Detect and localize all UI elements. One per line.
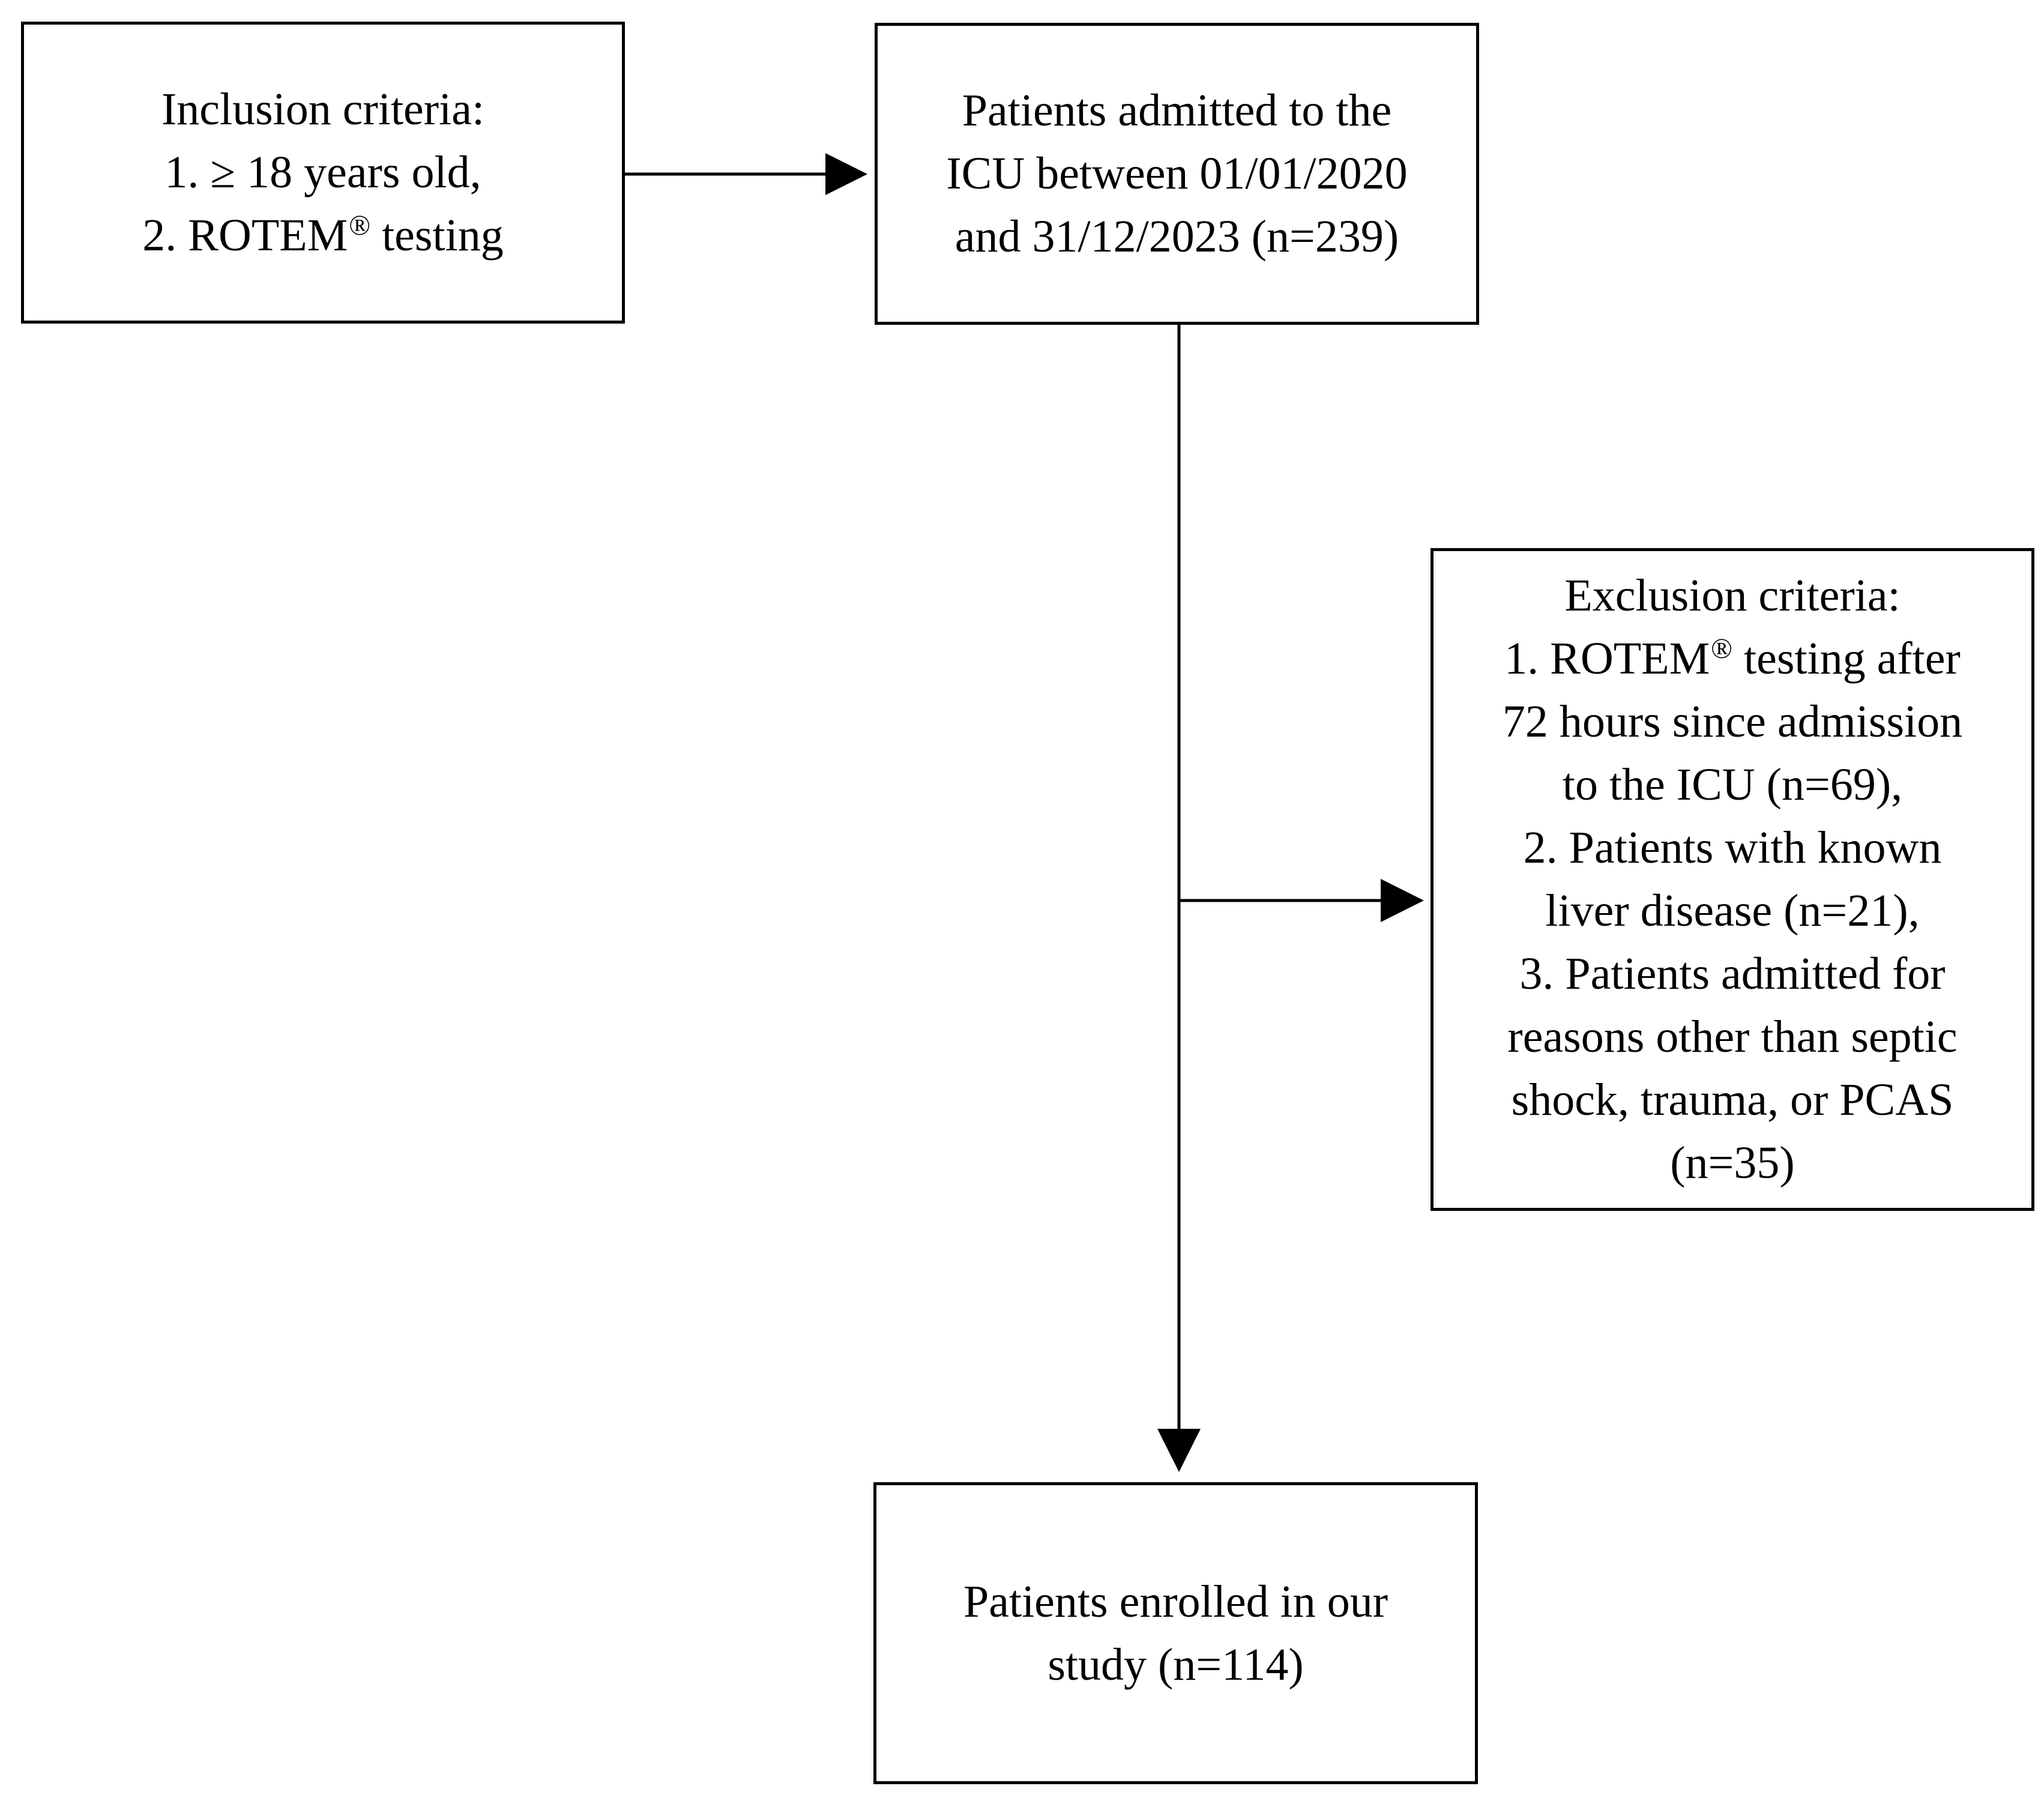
admitted-line-2: ICU between 01/01/2020 bbox=[946, 148, 1408, 199]
registered-mark: ® bbox=[349, 210, 371, 242]
exclusion-criteria-box: Exclusion criteria: 1. ROTEM® testing af… bbox=[1430, 548, 2034, 1211]
exclusion-item-3-line-3: shock, trauma, or PCAS bbox=[1511, 1075, 1954, 1125]
exclusion-title: Exclusion criteria: bbox=[1564, 570, 1901, 621]
enrolled-line-1: Patients enrolled in our bbox=[963, 1576, 1388, 1627]
inclusion-title: Inclusion criteria: bbox=[161, 84, 485, 134]
exclusion-item-3-line-4: (n=35) bbox=[1670, 1138, 1795, 1188]
enrolled-line-2: study (n=114) bbox=[1048, 1639, 1304, 1690]
arrow-inclusion-to-admitted bbox=[625, 153, 867, 195]
arrow-admitted-to-enrolled bbox=[1157, 325, 1201, 1472]
exclusion-item-3-line-2: reasons other than septic bbox=[1507, 1012, 1958, 1062]
exclusion-item-1-rotem-name: 1. ROTEM bbox=[1504, 633, 1710, 684]
arrow-to-exclusion bbox=[1179, 879, 1424, 922]
enrolled-patients-box: Patients enrolled in our study (n=114) bbox=[873, 1482, 1478, 1784]
inclusion-item-rotem-suffix: testing bbox=[370, 210, 504, 261]
admitted-line-3: and 31/12/2023 (n=239) bbox=[954, 211, 1399, 262]
registered-mark: ® bbox=[1711, 633, 1732, 665]
inclusion-item-rotem-name: 2. ROTEM bbox=[142, 210, 348, 261]
inclusion-item-rotem: 2. ROTEM® testing bbox=[142, 204, 503, 267]
exclusion-item-1-suffix: testing after bbox=[1732, 633, 1961, 684]
exclusion-item-3-line-1: 3. Patients admitted for bbox=[1519, 949, 1946, 999]
exclusion-item-1-line-3: to the ICU (n=69), bbox=[1562, 759, 1903, 810]
exclusion-item-2-line-2: liver disease (n=21), bbox=[1545, 885, 1920, 936]
admitted-patients-box: Patients admitted to the ICU between 01/… bbox=[875, 23, 1479, 325]
inclusion-criteria-box: Inclusion criteria: 1. ≥ 18 years old, 2… bbox=[21, 22, 625, 324]
inclusion-item-age: 1. ≥ 18 years old, bbox=[164, 147, 481, 198]
exclusion-item-1-line-2: 72 hours since admission bbox=[1502, 696, 1963, 747]
exclusion-item-1-line-1: 1. ROTEM® testing after bbox=[1504, 627, 1961, 690]
exclusion-item-2-line-1: 2. Patients with known bbox=[1523, 822, 1942, 873]
admitted-line-1: Patients admitted to the bbox=[962, 85, 1392, 136]
